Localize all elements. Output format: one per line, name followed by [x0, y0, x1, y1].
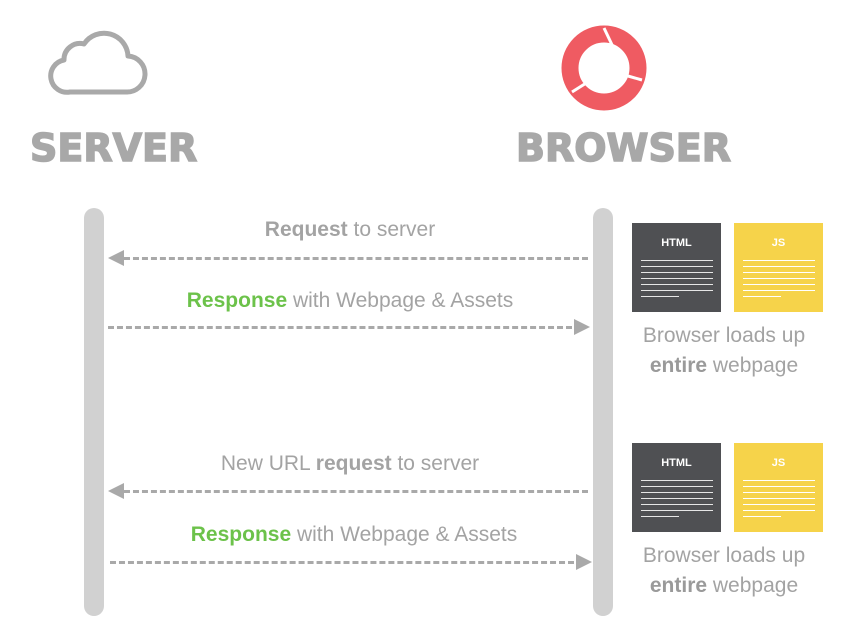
html-document-icon: HTML: [632, 223, 721, 312]
cloud-icon: [46, 26, 148, 98]
browser-caption: Browser loads up entire webpage: [642, 324, 806, 377]
message-label: Response with Webpage & Assets: [186, 289, 514, 312]
html-document-icon: HTML: [632, 443, 721, 532]
js-document-icon: JS: [734, 443, 823, 532]
html-doc-label: HTML: [661, 457, 692, 469]
message-label: New URL request to server: [220, 452, 480, 475]
arrow-to-browser: [110, 554, 592, 570]
html-doc-label: HTML: [661, 237, 692, 249]
chrome-logo-icon: [558, 22, 650, 114]
arrow-to-server: [108, 483, 588, 499]
server-title: SERVER: [29, 125, 198, 171]
message-label: Response with Webpage & Assets: [190, 523, 518, 546]
browser-lifeline: [593, 208, 613, 616]
message-label: Request to server: [264, 218, 436, 241]
js-document-icon: JS: [734, 223, 823, 312]
browser-caption: Browser loads up entire webpage: [642, 544, 806, 597]
arrow-to-browser: [108, 319, 590, 335]
arrow-to-server: [108, 250, 588, 266]
server-lifeline: [84, 208, 104, 616]
js-doc-label: JS: [771, 457, 786, 469]
browser-title: BROWSER: [515, 125, 732, 171]
js-doc-label: JS: [771, 237, 786, 249]
